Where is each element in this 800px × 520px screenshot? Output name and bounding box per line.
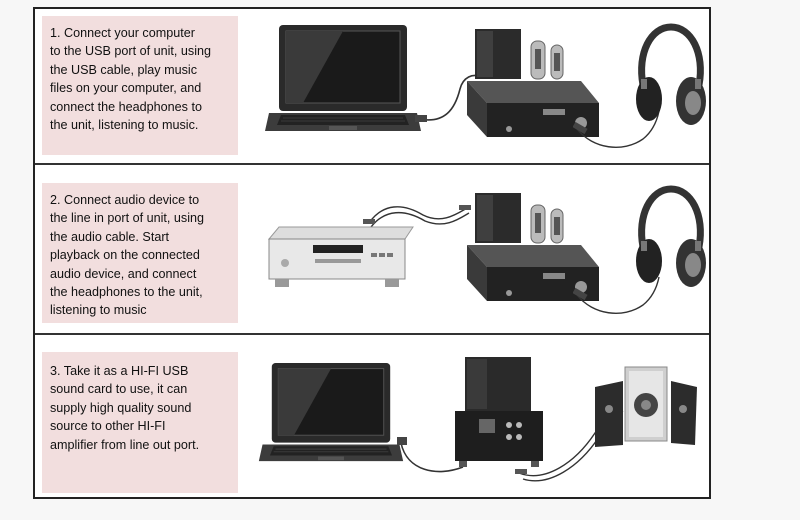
step-2-text: 2. Connect audio device to the line in p… — [42, 183, 238, 323]
headphones-icon — [633, 23, 709, 133]
step-1-text: 1. Connect your computer to the USB port… — [42, 16, 238, 155]
step-3-line-3: supply high quality sound — [50, 400, 192, 415]
step-2-line-2: the line in port of unit, using — [50, 211, 205, 226]
step-3-line-2: sound card to use, it can — [50, 382, 188, 397]
tube-amplifier-rear-icon — [453, 355, 545, 475]
step-1-line-3: the USB cable, play music — [50, 62, 197, 77]
cd-player-icon — [265, 223, 415, 293]
usb-cable-icon — [397, 431, 467, 481]
step-2-line-6: the headphones to the unit, — [50, 285, 203, 300]
step-1-row: 1. Connect your computer to the USB port… — [35, 9, 709, 163]
tube-amplifier-icon — [463, 23, 603, 141]
step-3-text: 3. Take it as a HI-FI USB sound card to … — [42, 352, 238, 493]
step-3-line-5: amplifier from line out port. — [50, 437, 200, 452]
step-2-line-7: listening to music — [50, 303, 147, 318]
step-1-line-1: 1. Connect your computer — [50, 26, 195, 40]
speakers-icon — [591, 361, 699, 451]
headphone-cable-icon — [573, 109, 663, 159]
step-2-line-4: playback on the connected — [50, 248, 200, 263]
step-2-row: 2. Connect audio device to the line in p… — [35, 163, 709, 333]
step-1-line-5: connect the headphones to — [50, 99, 202, 114]
step-1-line-4: files on your computer, and — [50, 81, 202, 96]
step-2-line-5: audio device, and connect — [50, 266, 197, 281]
step-1-line-6: the unit, listening to music. — [50, 118, 199, 133]
audio-cable-icon — [363, 193, 473, 233]
laptop-icon — [257, 361, 405, 465]
headphones-icon — [633, 185, 709, 295]
step-3-row: 3. Take it as a HI-FI USB sound card to … — [35, 333, 709, 499]
step-3-line-1: 3. Take it as a HI-FI USB — [50, 364, 189, 378]
instructions-frame: 1. Connect your computer to the USB port… — [33, 7, 711, 499]
step-2-line-1: 2. Connect audio device to — [50, 193, 200, 207]
laptop-icon — [263, 23, 423, 135]
headphone-cable-icon — [573, 275, 663, 325]
step-3-line-4: source to other HI-FI — [50, 419, 166, 434]
step-1-line-2: to the USB port of unit, using — [50, 44, 212, 59]
step-2-line-3: the audio cable. Start — [50, 229, 170, 244]
usb-cable-icon — [415, 69, 485, 129]
